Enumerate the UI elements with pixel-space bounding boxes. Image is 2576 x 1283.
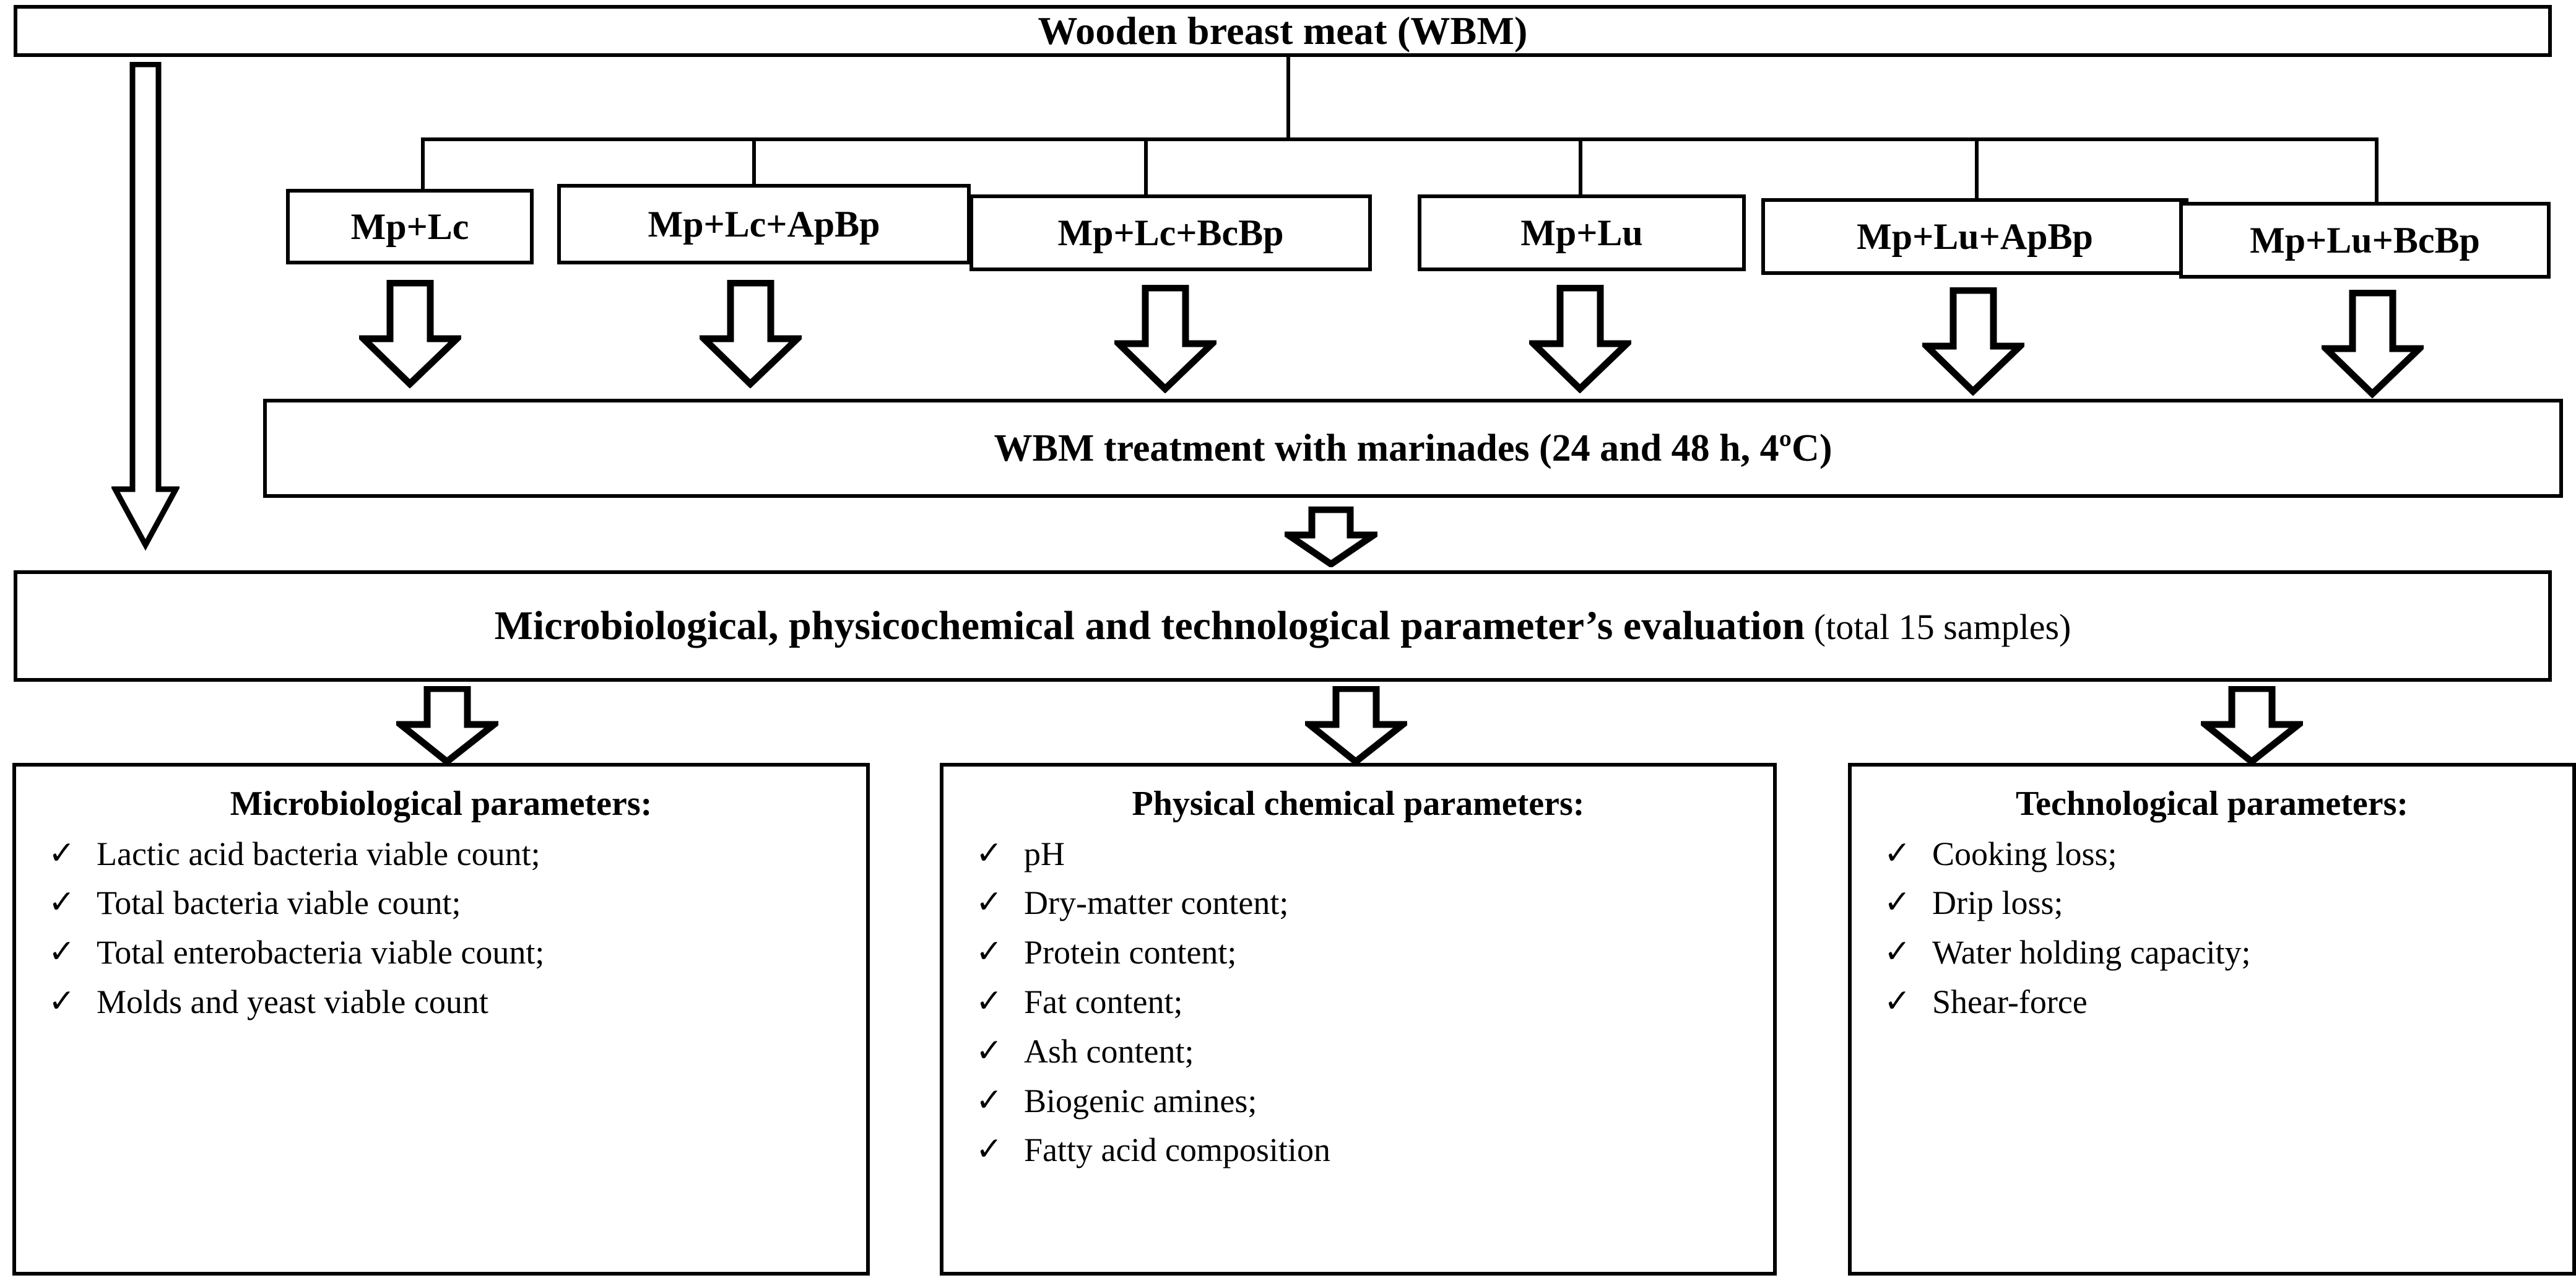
- treatment-arrow-1: [359, 280, 461, 388]
- check-icon: ✓: [48, 885, 76, 921]
- list-item-label: Drip loss;: [1932, 884, 2063, 922]
- drop-line-2: [752, 137, 756, 193]
- list-item: ✓ Ash content;: [976, 1030, 1767, 1074]
- list-item: ✓ Drip loss;: [1884, 881, 2566, 926]
- list-item: ✓ Fat content;: [976, 980, 1767, 1025]
- check-icon: ✓: [976, 835, 1003, 871]
- check-icon: ✓: [48, 934, 76, 970]
- check-icon: ✓: [48, 984, 76, 1020]
- list-item: ✓ Cooking loss;: [1884, 832, 2566, 877]
- root-box-label: Wooden breast meat (WBM): [1038, 9, 1528, 53]
- evaluation-label-bold: Microbiological, physicochemical and tec…: [494, 603, 1805, 648]
- list-item-label: Total enterobacteria viable count;: [97, 934, 545, 972]
- treatment-label-2: Mp+Lc+ApBp: [648, 203, 880, 245]
- treatment-label-5: Mp+Lu+ApBp: [1857, 215, 2093, 257]
- root-box: Wooden breast meat (WBM): [14, 5, 2552, 57]
- drop-line-4: [1579, 137, 1582, 199]
- treatment-label-6: Mp+Lu+BcBp: [2250, 219, 2480, 261]
- treatment-box-mp-lc: Mp+Lc: [286, 189, 534, 264]
- list-item-label: Biogenic amines;: [1024, 1082, 1257, 1120]
- treatment-box-mp-lu-apbp: Mp+Lu+ApBp: [1761, 198, 2188, 275]
- treatment-box-mp-lu: Mp+Lu: [1418, 194, 1746, 271]
- list-item-label: pH: [1024, 835, 1065, 872]
- check-icon: ✓: [1884, 934, 1911, 970]
- list-item: ✓ Shear-force: [1884, 980, 2566, 1025]
- treatment-label-4: Mp+Lu: [1520, 212, 1643, 253]
- marinade-step-label: WBM treatment with marinades (24 and 48 …: [994, 427, 1832, 469]
- list-item: ✓ Lactic acid bacteria viable count;: [48, 832, 860, 877]
- list-item-label: Protein content;: [1024, 934, 1237, 972]
- panel-technological-title: Technological parameters:: [2015, 785, 2409, 823]
- treatment-arrow-5: [1922, 287, 2024, 396]
- evaluation-label-regular: (total 15 samples): [1805, 607, 2071, 647]
- list-item-label: Fat content;: [1024, 983, 1183, 1021]
- check-icon: ✓: [48, 835, 76, 871]
- check-icon: ✓: [976, 1132, 1003, 1168]
- check-icon: ✓: [1884, 984, 1911, 1020]
- list-item-label: Shear-force: [1932, 983, 2088, 1021]
- drop-line-3: [1144, 137, 1148, 199]
- list-item-label: Ash content;: [1024, 1032, 1194, 1070]
- treatment-box-mp-lc-bcbp: Mp+Lc+BcBp: [969, 194, 1372, 271]
- treatment-arrow-3: [1114, 285, 1216, 393]
- list-item-label: Fatty acid composition: [1024, 1131, 1330, 1169]
- list-item: ✓ Fatty acid composition: [976, 1128, 1767, 1173]
- list-item: ✓ Total bacteria viable count;: [48, 881, 860, 926]
- panel-physicochemical-title: Physical chemical parameters:: [1132, 785, 1585, 823]
- panel-technological-list: ✓ Cooking loss; ✓ Drip loss; ✓ Water hol…: [1858, 832, 2566, 1025]
- evaluation-arrow-physicochemical: [1305, 686, 1407, 765]
- treatment-bus-line: [421, 137, 2377, 141]
- list-item: ✓ Protein content;: [976, 931, 1767, 975]
- list-item-label: Cooking loss;: [1932, 835, 2117, 872]
- list-item-label: Total bacteria viable count;: [97, 884, 461, 922]
- drop-line-5: [1975, 137, 1979, 202]
- list-item: ✓ Total enterobacteria viable count;: [48, 931, 860, 975]
- list-item: ✓ Dry-matter content;: [976, 881, 1767, 926]
- drop-line-6: [2375, 137, 2379, 206]
- evaluation-arrow-technological: [2201, 686, 2303, 765]
- check-icon: ✓: [976, 1082, 1003, 1118]
- list-item-label: Lactic acid bacteria viable count;: [97, 835, 540, 872]
- panel-physicochemical-list: ✓ pH ✓ Dry-matter content; ✓ Protein con…: [950, 832, 1767, 1173]
- check-icon: ✓: [976, 984, 1003, 1020]
- treatment-arrow-6: [2322, 290, 2424, 398]
- evaluation-arrow-microbiological: [396, 686, 498, 765]
- drop-line-1: [421, 137, 425, 193]
- treatment-box-mp-lu-bcbp: Mp+Lu+BcBp: [2179, 202, 2551, 279]
- check-icon: ✓: [1884, 885, 1911, 921]
- check-icon: ✓: [976, 1033, 1003, 1069]
- list-item-label: Water holding capacity;: [1932, 934, 2251, 972]
- treatment-arrow-4: [1529, 285, 1631, 393]
- panel-technological: Technological parameters: ✓ Cooking loss…: [1848, 763, 2576, 1276]
- check-icon: ✓: [1884, 835, 1911, 871]
- panel-microbiological: Microbiological parameters: ✓ Lactic aci…: [12, 763, 870, 1276]
- treatment-label-3: Mp+Lc+BcBp: [1057, 212, 1284, 253]
- list-item-label: Dry-matter content;: [1024, 884, 1289, 922]
- treatment-label-1: Mp+Lc: [350, 206, 469, 247]
- panel-physicochemical: Physical chemical parameters: ✓ pH ✓ Dry…: [940, 763, 1777, 1276]
- list-item: ✓ Water holding capacity;: [1884, 931, 2566, 975]
- evaluation-step-box: Microbiological, physicochemical and tec…: [14, 570, 2552, 682]
- panel-microbiological-title: Microbiological parameters:: [230, 785, 653, 823]
- check-icon: ✓: [976, 885, 1003, 921]
- marinade-to-evaluation-arrow: [1285, 507, 1377, 567]
- list-item: ✓ Molds and yeast viable count: [48, 980, 860, 1025]
- treatment-arrow-2: [700, 280, 802, 388]
- check-icon: ✓: [976, 934, 1003, 970]
- treatment-box-mp-lc-apbp: Mp+Lc+ApBp: [557, 184, 971, 264]
- list-item: ✓ Biogenic amines;: [976, 1079, 1767, 1124]
- panel-microbiological-list: ✓ Lactic acid bacteria viable count; ✓ T…: [22, 832, 860, 1025]
- list-item-label: Molds and yeast viable count: [97, 983, 488, 1021]
- root-to-evaluation-arrow: [111, 62, 180, 557]
- root-stem-line: [1286, 57, 1290, 137]
- evaluation-step-label: Microbiological, physicochemical and tec…: [17, 602, 2548, 650]
- list-item: ✓ pH: [976, 832, 1767, 877]
- marinade-step-box: WBM treatment with marinades (24 and 48 …: [263, 399, 2563, 498]
